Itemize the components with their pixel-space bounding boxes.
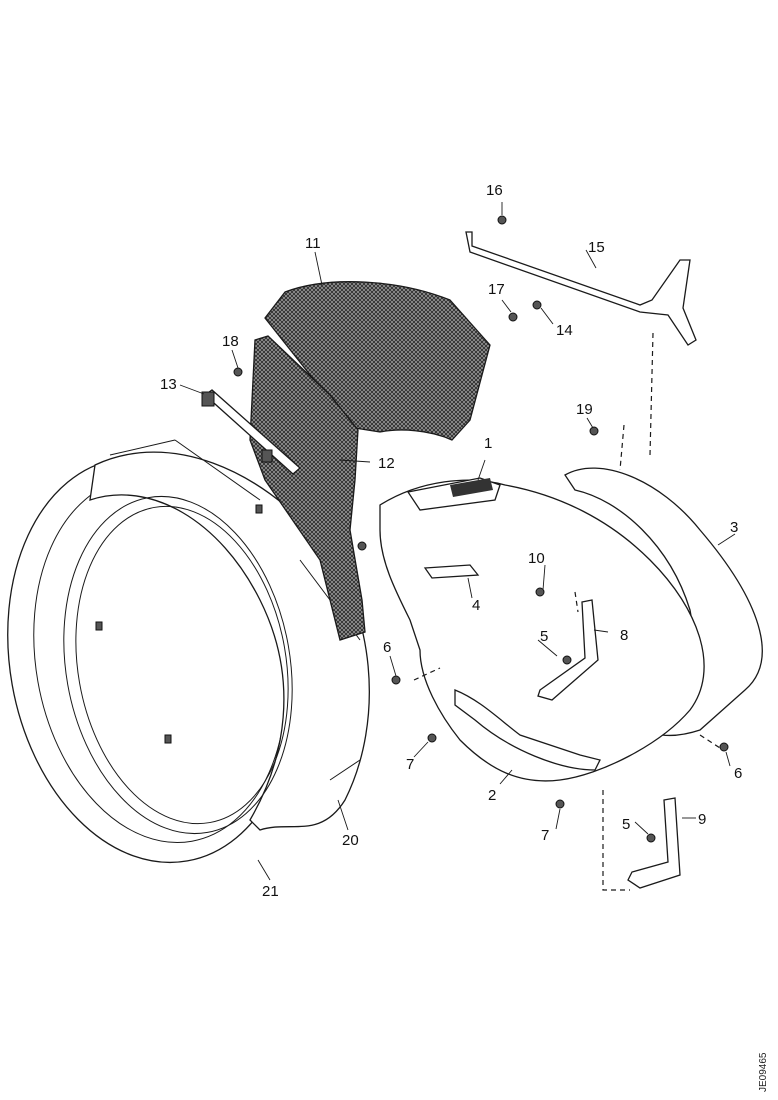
callout-4: 4 — [472, 597, 480, 614]
callout-2: 2 — [488, 787, 496, 804]
bracket-part-9 — [627, 797, 681, 889]
mounting-strap — [454, 689, 601, 771]
callout-13: 13 — [160, 376, 177, 393]
callout-6-right: 6 — [734, 765, 742, 782]
callout-16: 16 — [486, 182, 503, 199]
callout-3: 3 — [730, 519, 738, 536]
fastener-hardware — [233, 215, 729, 843]
plate-part-1 — [406, 477, 501, 511]
callout-9: 9 — [698, 811, 706, 828]
callout-labels: 16 11 15 17 14 18 13 19 1 12 3 10 4 5 8 … — [160, 182, 742, 900]
callout-8: 8 — [620, 627, 628, 644]
mesh-screen-part-11 — [264, 281, 491, 441]
bracket-part-8 — [537, 599, 599, 701]
callout-18: 18 — [222, 333, 239, 350]
callout-19: 19 — [576, 401, 593, 418]
callout-7-lower: 7 — [541, 827, 549, 844]
callout-14: 14 — [556, 322, 573, 339]
clip-part-4 — [423, 564, 480, 579]
callout-21: 21 — [262, 883, 279, 900]
callout-5-lower: 5 — [622, 816, 630, 833]
top-bracket-part-15 — [465, 231, 697, 346]
callout-7-left: 7 — [406, 756, 414, 773]
callout-12: 12 — [378, 455, 395, 472]
callout-6-left: 6 — [383, 639, 391, 656]
support-rod-part-13 — [201, 389, 301, 475]
figure-reference-code: JE09465 — [758, 1052, 769, 1092]
assembly-lines — [413, 332, 721, 891]
callout-10: 10 — [528, 550, 545, 567]
callout-17: 17 — [488, 281, 505, 298]
callout-20: 20 — [342, 832, 359, 849]
callout-15: 15 — [588, 239, 605, 256]
callout-11: 11 — [305, 235, 321, 252]
guard-part-3 — [564, 467, 763, 737]
mesh-screen-part-12 — [249, 335, 366, 641]
callout-1: 1 — [484, 435, 492, 452]
callout-leaders — [179, 202, 736, 881]
callout-5-upper: 5 — [540, 628, 548, 645]
